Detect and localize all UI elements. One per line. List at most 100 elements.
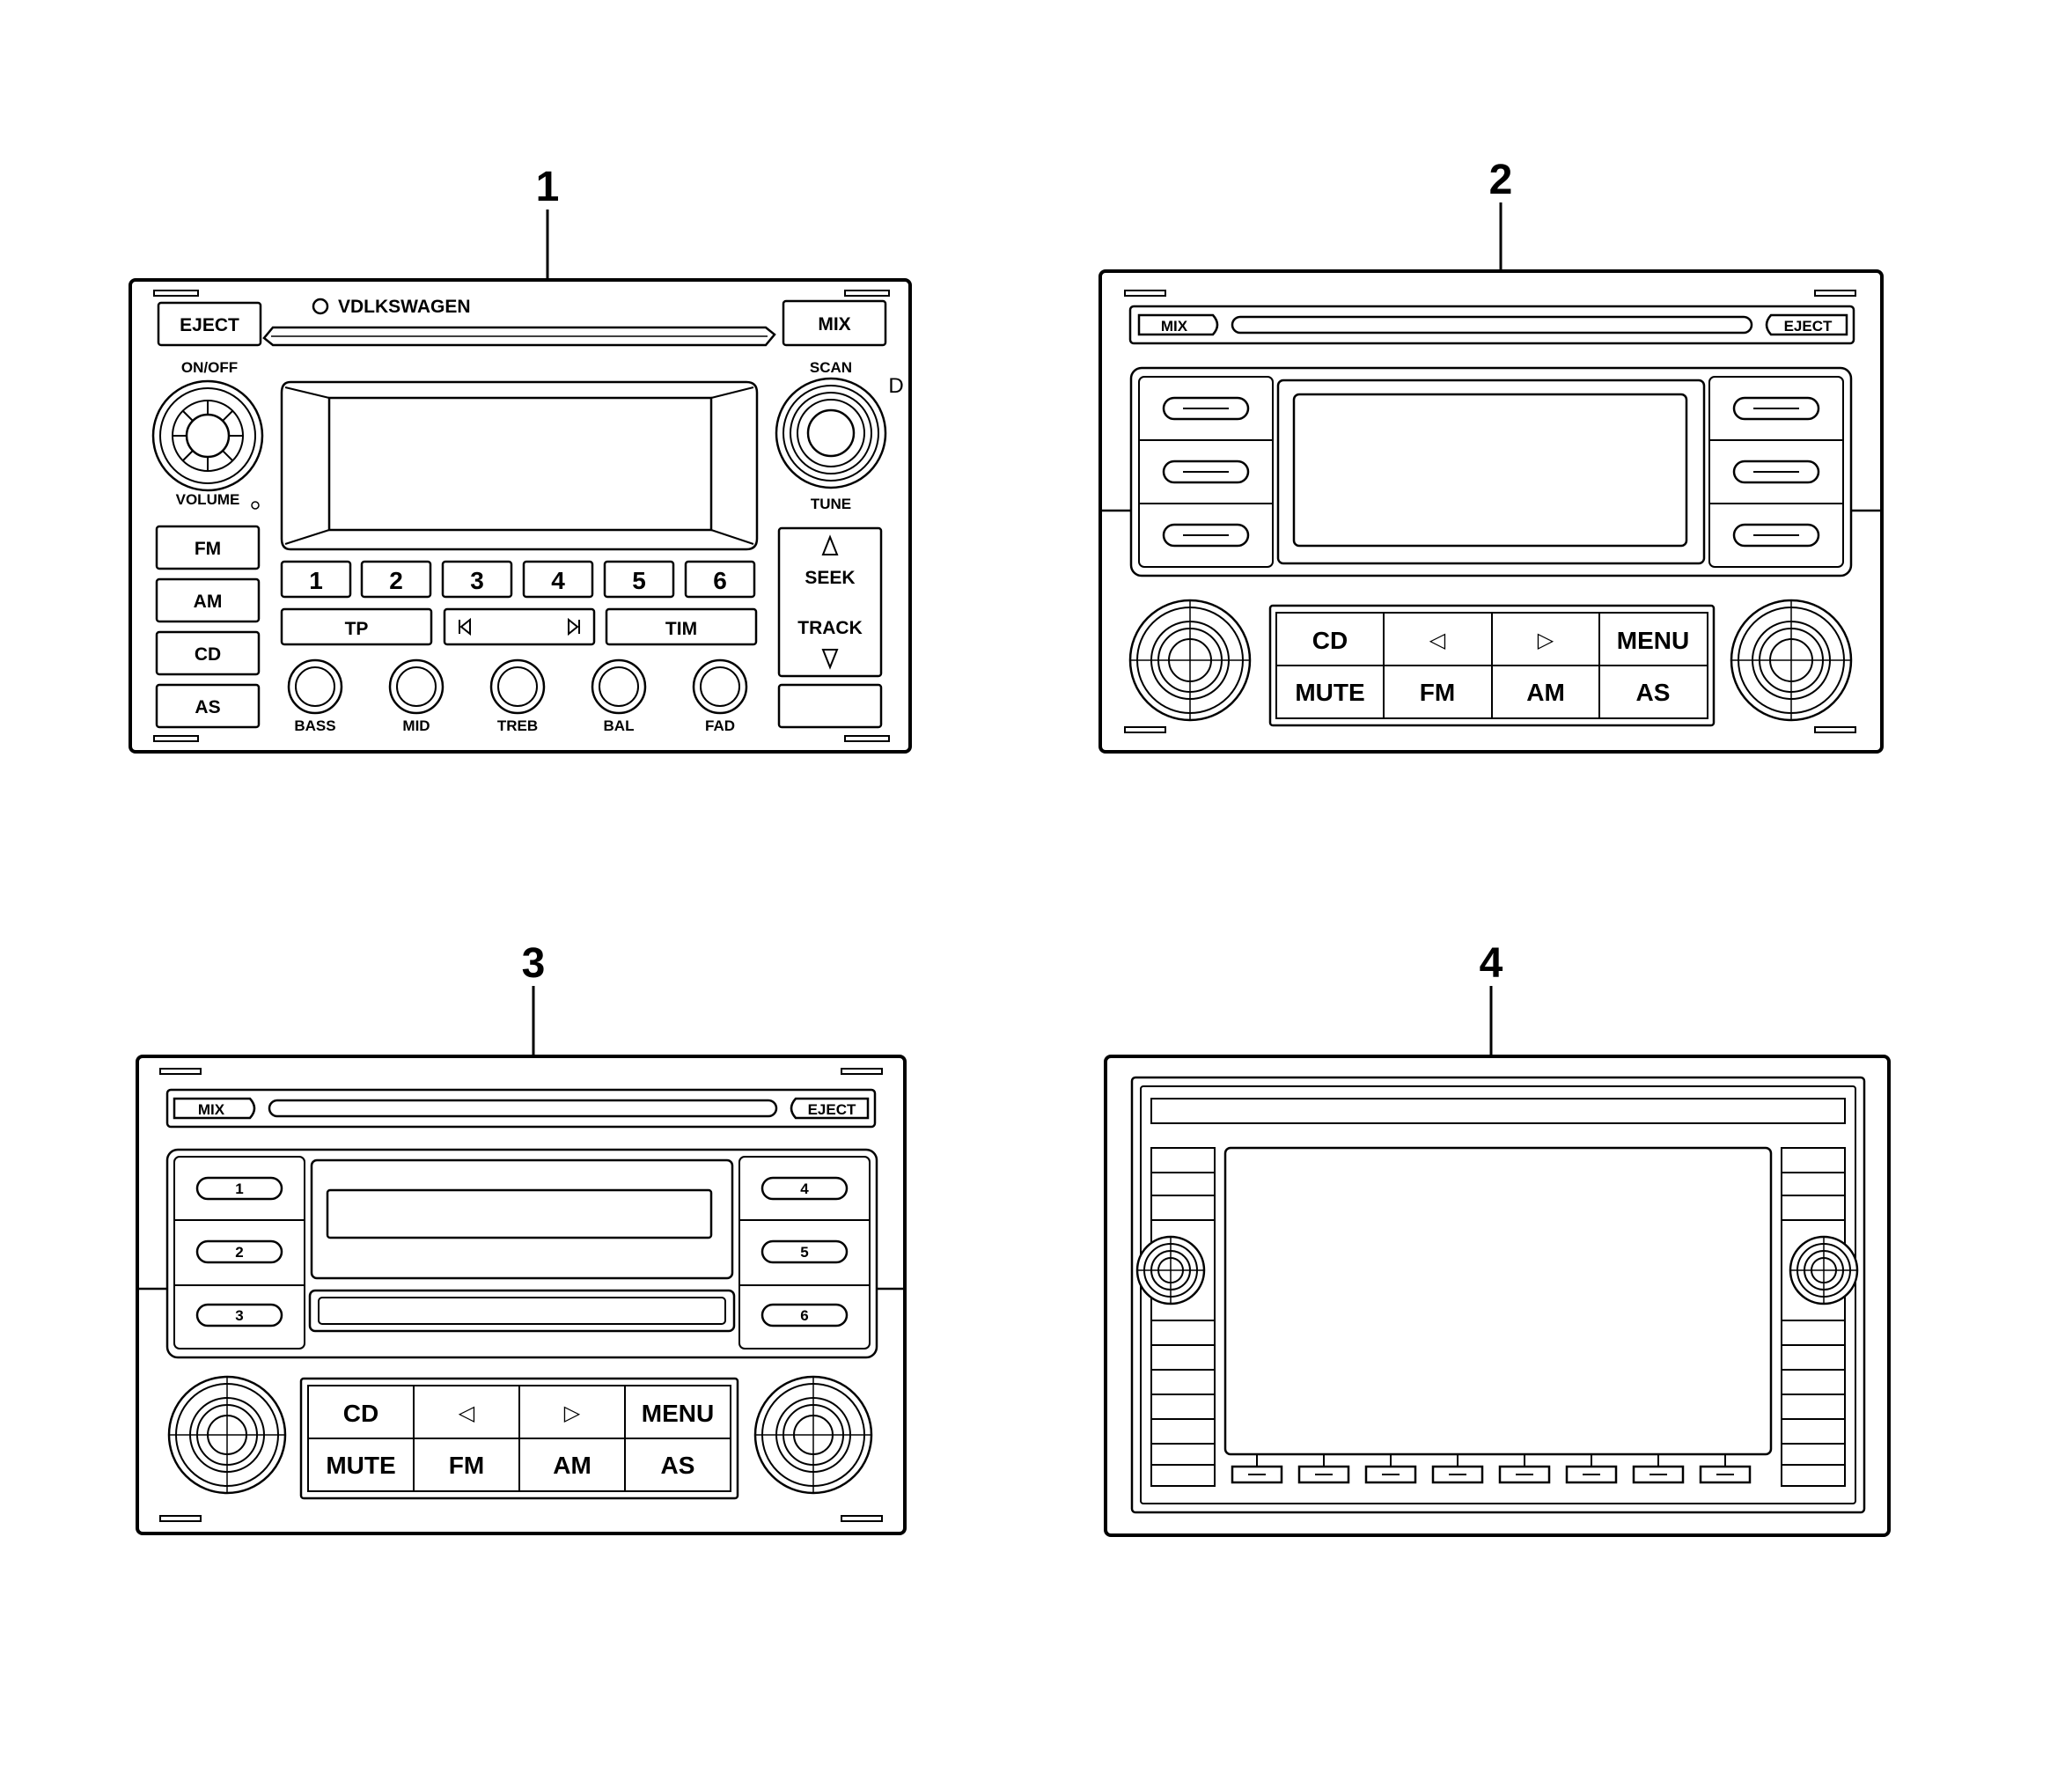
eject-button[interactable]: EJECT bbox=[1765, 313, 1848, 336]
seek-back-button[interactable]: ◁ bbox=[1429, 629, 1446, 652]
eject-button[interactable]: EJECT bbox=[790, 1097, 870, 1120]
soft-key-1[interactable] bbox=[1231, 1454, 1283, 1484]
blank-button[interactable] bbox=[777, 683, 883, 729]
soft-key-right-2[interactable] bbox=[1732, 460, 1820, 484]
seek-forward-button[interactable]: ▷ bbox=[1538, 629, 1554, 652]
mute-button[interactable]: MUTE bbox=[326, 1452, 395, 1479]
left-knob[interactable] bbox=[167, 1375, 287, 1495]
radio-unit-4 bbox=[1104, 1055, 1891, 1537]
am-label: AM bbox=[1526, 679, 1565, 706]
preset-label: 3 bbox=[235, 1307, 243, 1324]
preset-button-5[interactable]: 5 bbox=[603, 560, 675, 599]
tp-button[interactable]: TP bbox=[280, 607, 433, 646]
soft-key-5[interactable] bbox=[1498, 1454, 1551, 1484]
knob-label: TREB bbox=[497, 717, 538, 734]
soft-key-8[interactable] bbox=[1699, 1454, 1752, 1484]
seek-track-rocker[interactable]: SEEK TRACK bbox=[777, 526, 883, 678]
mix-button[interactable]: MIX bbox=[1137, 313, 1219, 336]
soft-key-left-2[interactable] bbox=[1162, 460, 1250, 484]
preset-button-6[interactable]: 6 bbox=[684, 560, 756, 599]
preset-button-5[interactable]: 5 bbox=[760, 1239, 849, 1264]
fad-knob[interactable]: FAD bbox=[692, 658, 748, 734]
treb-knob[interactable]: TREB bbox=[489, 658, 546, 734]
left-arrow-icon: ◁ bbox=[1429, 629, 1446, 652]
cd-slot bbox=[1231, 315, 1753, 335]
skip-forward-icon bbox=[568, 617, 580, 636]
tim-button[interactable]: TIM bbox=[605, 607, 758, 646]
touch-screen[interactable] bbox=[1223, 1146, 1773, 1456]
right-arrow-icon: ▷ bbox=[1538, 629, 1554, 652]
volume-label: VOLUME bbox=[176, 491, 240, 508]
display-panel bbox=[165, 1148, 878, 1359]
fm-button[interactable]: FM bbox=[1420, 679, 1455, 706]
preset-button-1[interactable]: 1 bbox=[195, 1176, 283, 1201]
fm-button[interactable]: FM bbox=[155, 525, 261, 570]
preset-button-4[interactable]: 4 bbox=[760, 1176, 849, 1201]
unit-4-frame bbox=[1104, 1055, 1891, 1537]
as-button[interactable]: AS bbox=[155, 683, 261, 729]
mix-button[interactable]: MIX bbox=[782, 299, 887, 347]
radio-unit-3: MIX EJECT 1 2 3 4 5 6 bbox=[136, 1055, 907, 1535]
tp-label: TP bbox=[345, 619, 369, 639]
preset-button-2[interactable]: 2 bbox=[195, 1239, 283, 1264]
preset-button-1[interactable]: 1 bbox=[280, 560, 352, 599]
volume-knob[interactable] bbox=[151, 379, 264, 492]
knob-label: FAD bbox=[705, 717, 735, 734]
seek-back-button[interactable]: ◁ bbox=[459, 1401, 475, 1425]
soft-key-6[interactable] bbox=[1565, 1454, 1618, 1484]
soft-key-2[interactable] bbox=[1297, 1454, 1350, 1484]
preset-button-3[interactable]: 3 bbox=[195, 1303, 283, 1327]
preset-button-2[interactable]: 2 bbox=[360, 560, 432, 599]
soft-key-3[interactable] bbox=[1364, 1454, 1417, 1484]
mid-knob[interactable]: MID bbox=[388, 658, 445, 734]
am-button[interactable]: AM bbox=[1526, 679, 1565, 706]
cd-button[interactable]: CD bbox=[1312, 627, 1348, 654]
soft-key-left-1[interactable] bbox=[1162, 396, 1250, 421]
eject-label: EJECT bbox=[180, 315, 239, 335]
menu-label: MENU bbox=[1617, 627, 1689, 654]
fm-label: FM bbox=[449, 1452, 484, 1479]
menu-button[interactable]: MENU bbox=[1617, 627, 1689, 654]
cd-label: CD bbox=[1312, 627, 1348, 654]
callout-3: 3 bbox=[522, 940, 545, 1056]
track-skip-button[interactable] bbox=[443, 607, 596, 646]
left-knob[interactable] bbox=[1135, 1235, 1206, 1305]
tune-knob[interactable] bbox=[775, 377, 887, 489]
preset-label: 3 bbox=[470, 567, 484, 594]
as-label: AS bbox=[661, 1452, 695, 1479]
callout-number: 1 bbox=[536, 164, 560, 210]
menu-button[interactable]: MENU bbox=[642, 1400, 714, 1427]
right-knob[interactable] bbox=[1730, 599, 1853, 722]
left-knob[interactable] bbox=[1128, 599, 1252, 722]
soft-key-4[interactable] bbox=[1431, 1454, 1484, 1484]
am-button[interactable]: AM bbox=[553, 1452, 591, 1479]
seek-forward-button[interactable]: ▷ bbox=[564, 1401, 581, 1425]
soft-key-left-3[interactable] bbox=[1162, 523, 1250, 548]
callout-number: 4 bbox=[1480, 940, 1503, 987]
unit-1-display bbox=[280, 380, 759, 551]
bal-knob[interactable]: BAL bbox=[591, 658, 647, 734]
as-button[interactable]: AS bbox=[1636, 679, 1671, 706]
soft-key-right-1[interactable] bbox=[1732, 396, 1820, 421]
right-knob[interactable] bbox=[1789, 1235, 1859, 1305]
preset-button-3[interactable]: 3 bbox=[441, 560, 513, 599]
am-button[interactable]: AM bbox=[155, 577, 261, 623]
mute-button[interactable]: MUTE bbox=[1295, 679, 1364, 706]
right-button-column[interactable] bbox=[1781, 1147, 1846, 1487]
soft-key-right-3[interactable] bbox=[1732, 523, 1820, 548]
left-button-column[interactable] bbox=[1150, 1147, 1216, 1487]
cd-button[interactable]: CD bbox=[155, 630, 261, 676]
bass-knob[interactable]: BASS bbox=[287, 658, 343, 734]
eject-button[interactable]: EJECT bbox=[157, 301, 262, 347]
indicator-dot-icon bbox=[251, 501, 260, 510]
mix-button[interactable]: MIX bbox=[173, 1097, 256, 1120]
preset-button-6[interactable]: 6 bbox=[760, 1303, 849, 1327]
scan-label: SCAN bbox=[810, 359, 852, 376]
cd-button[interactable]: CD bbox=[343, 1400, 378, 1427]
soft-key-7[interactable] bbox=[1632, 1454, 1685, 1484]
preset-button-4[interactable]: 4 bbox=[522, 560, 594, 599]
brand-label: VDLKSWAGEN bbox=[338, 297, 471, 317]
right-knob[interactable] bbox=[753, 1375, 873, 1495]
fm-button[interactable]: FM bbox=[449, 1452, 484, 1479]
as-button[interactable]: AS bbox=[661, 1452, 695, 1479]
